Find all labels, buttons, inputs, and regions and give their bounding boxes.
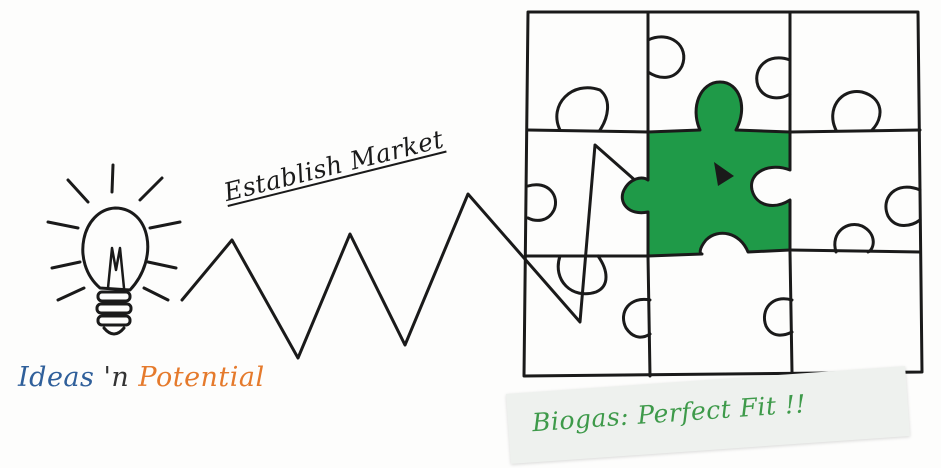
lightbulb-icon — [46, 163, 182, 336]
ideas-word: Ideas — [18, 362, 95, 393]
connector-word: 'n — [103, 362, 130, 393]
arrow-icon — [714, 162, 734, 186]
biogas-note-text: Biogas: Perfect Fit !! — [531, 389, 807, 438]
puzzle-grid-icon — [522, 10, 924, 378]
potential-word: Potential — [138, 362, 265, 393]
ideas-potential-label: Ideas 'n Potential — [18, 362, 265, 393]
